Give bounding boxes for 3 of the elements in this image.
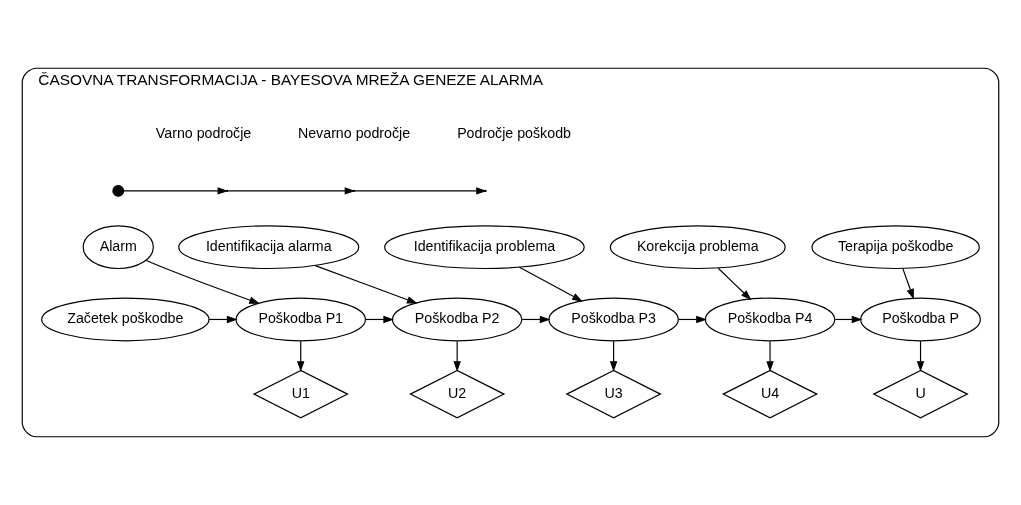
label: Nevarno področje	[297, 125, 411, 142]
label: Varno področje	[155, 125, 252, 142]
label: Področje poškodb	[457, 125, 571, 142]
